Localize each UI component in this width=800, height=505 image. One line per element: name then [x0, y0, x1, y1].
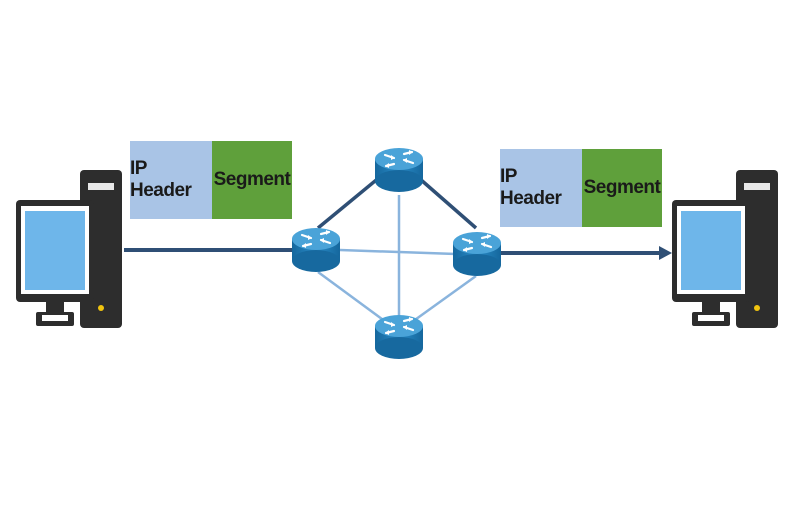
link-left-right — [339, 248, 457, 256]
segment-box: Segment — [582, 149, 662, 227]
router-icon — [290, 226, 342, 274]
link-bottom-right — [411, 274, 477, 324]
monitor-base-inner — [42, 315, 68, 321]
monitor-screen — [681, 211, 741, 290]
source-computer-icon — [16, 170, 122, 328]
link-left-top — [316, 170, 388, 230]
power-led — [98, 305, 104, 311]
segment-box: Segment — [212, 141, 292, 219]
monitor-base-inner — [698, 315, 724, 321]
monitor-neck — [46, 302, 64, 314]
packet-right: IP Header Segment — [500, 149, 662, 227]
packet-left: IP Header Segment — [130, 141, 292, 219]
destination-computer-icon — [672, 170, 778, 328]
tower-bay — [744, 183, 770, 190]
ip-header-box: IP Header — [500, 149, 582, 227]
router-links — [316, 170, 478, 324]
link-left-bottom — [317, 270, 387, 324]
power-led — [754, 305, 760, 311]
router-icon — [373, 146, 425, 194]
tower-bay — [88, 183, 114, 190]
ip-header-box: IP Header — [130, 141, 212, 219]
monitor-screen — [25, 211, 85, 290]
router-icon — [373, 313, 425, 361]
router-icon — [451, 230, 503, 278]
monitor-neck — [702, 302, 720, 314]
arrow-head-icon — [659, 246, 672, 260]
